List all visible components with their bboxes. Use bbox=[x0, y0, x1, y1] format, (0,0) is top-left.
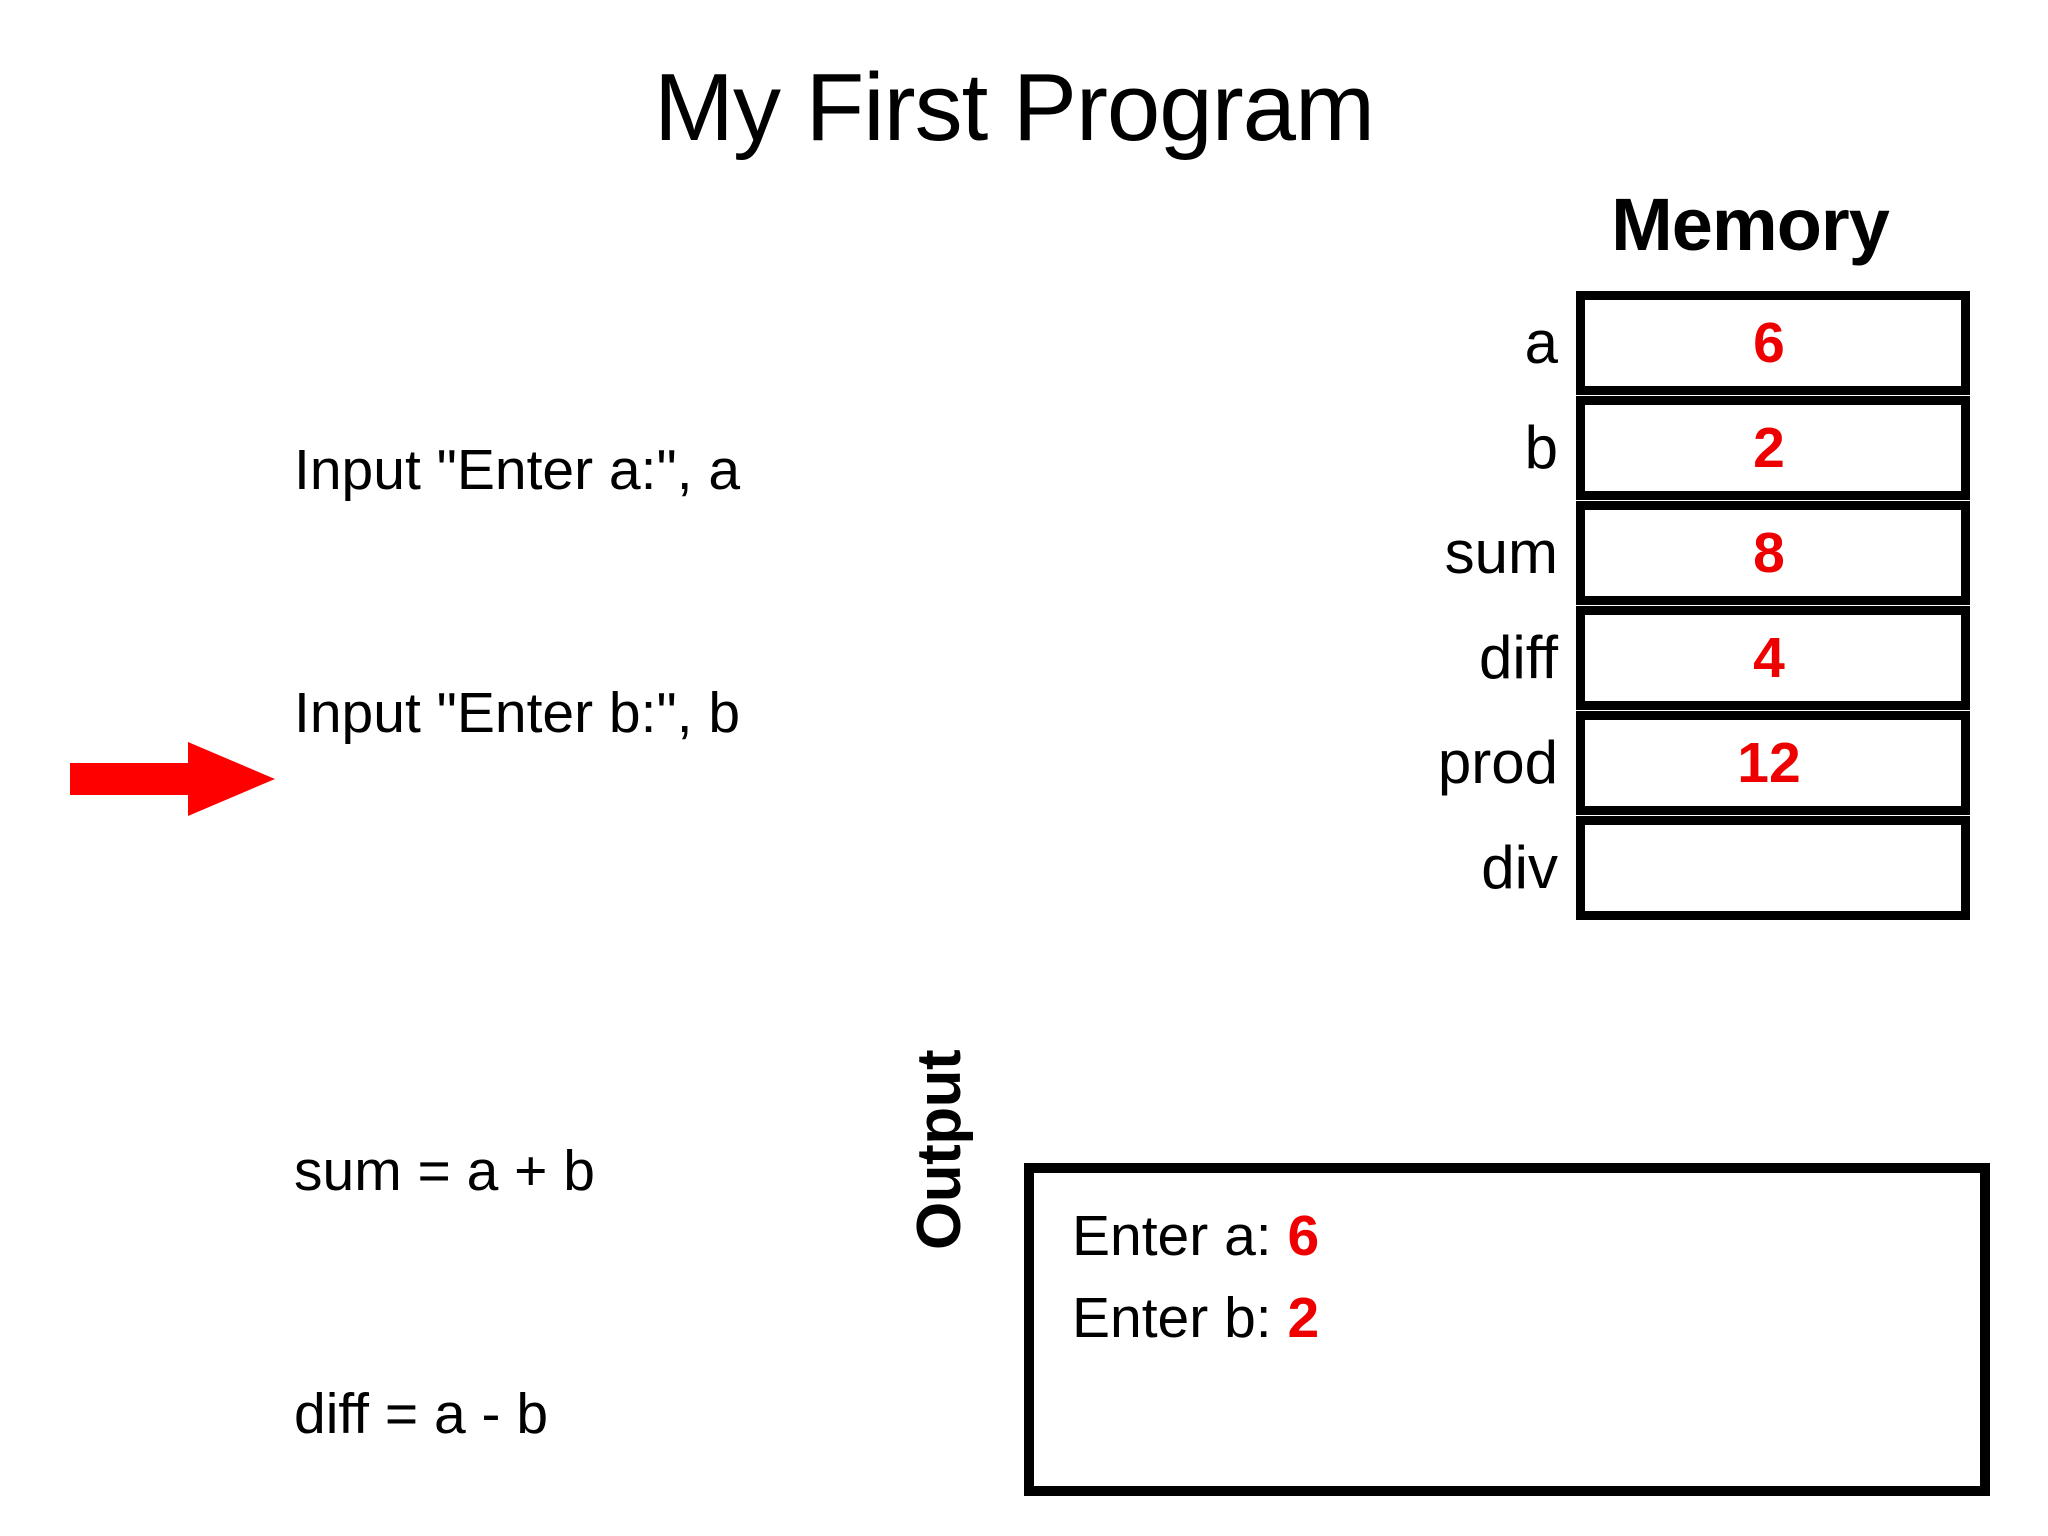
memory-heading: Memory bbox=[1611, 183, 1890, 266]
current-line-arrow-icon bbox=[70, 742, 275, 816]
memory-cell: 4 bbox=[1576, 606, 1970, 710]
output-line: Enter b: 2 bbox=[1072, 1277, 1980, 1359]
memory-row-sum: sum 8 bbox=[1300, 501, 1970, 605]
memory-value: 12 bbox=[1737, 730, 1801, 795]
output-value: 6 bbox=[1287, 1204, 1320, 1268]
output-line: Enter a: 6 bbox=[1072, 1195, 1980, 1277]
output-prompt: Enter b: bbox=[1072, 1286, 1288, 1350]
memory-cell-empty bbox=[1576, 816, 1970, 920]
memory-label: diff bbox=[1479, 624, 1558, 691]
memory-cell: 12 bbox=[1576, 711, 1970, 815]
output-console: Enter a: 6 Enter b: 2 bbox=[1024, 1163, 1990, 1496]
memory-label: div bbox=[1481, 834, 1558, 901]
output-prompt: Enter a: bbox=[1072, 1204, 1288, 1268]
code-line: Input "Enter b:", b bbox=[294, 681, 741, 745]
memory-table: a 6 b 2 sum 8 diff 4 prod 12 bbox=[1300, 291, 1970, 921]
memory-cell: 6 bbox=[1576, 291, 1970, 395]
output-value: 2 bbox=[1287, 1286, 1320, 1350]
memory-value: 6 bbox=[1753, 310, 1785, 375]
output-heading: Output bbox=[905, 1049, 974, 1250]
code-line: diff = a - b bbox=[294, 1382, 549, 1446]
memory-label: sum bbox=[1444, 519, 1558, 586]
memory-row-prod: prod 12 bbox=[1300, 711, 1970, 815]
memory-label: b bbox=[1524, 414, 1558, 481]
program-code-listing: Input "Enter a:", a Input "Enter b:", b … bbox=[294, 268, 740, 1536]
page-title: My First Program bbox=[653, 54, 1375, 161]
memory-cell: 8 bbox=[1576, 501, 1970, 605]
memory-label: prod bbox=[1437, 729, 1558, 796]
code-line-blank bbox=[294, 916, 740, 969]
memory-value: 4 bbox=[1753, 625, 1785, 690]
memory-row-a: a 6 bbox=[1300, 291, 1970, 395]
memory-row-diff: diff 4 bbox=[1300, 606, 1970, 710]
memory-row-div: div bbox=[1300, 816, 1970, 920]
memory-value: 2 bbox=[1753, 415, 1785, 480]
code-line: Input "Enter a:", a bbox=[294, 438, 741, 502]
code-line: sum = a + b bbox=[294, 1139, 596, 1203]
memory-label: a bbox=[1524, 309, 1558, 376]
memory-cell: 2 bbox=[1576, 396, 1970, 500]
memory-row-b: b 2 bbox=[1300, 396, 1970, 500]
memory-value: 8 bbox=[1753, 520, 1785, 585]
